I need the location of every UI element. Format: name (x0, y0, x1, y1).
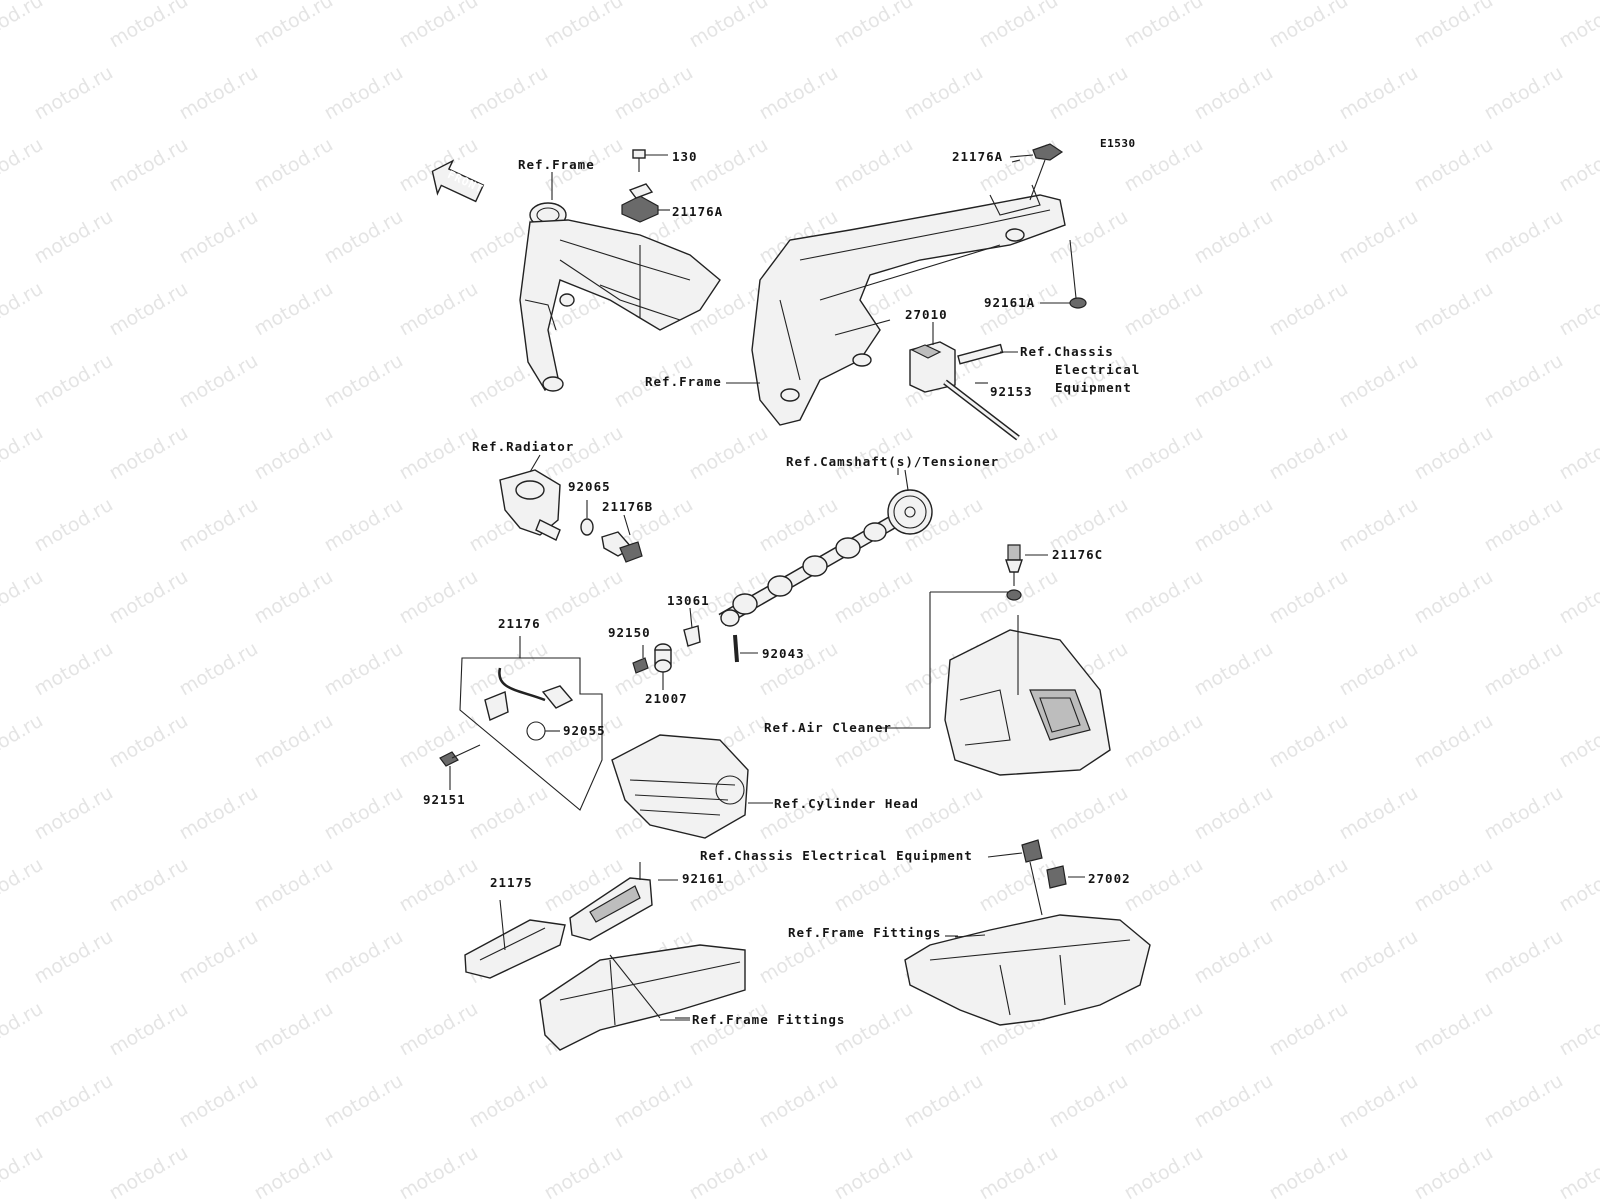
diagram-code: E1530 (1100, 137, 1136, 150)
pin-92043-drawing (733, 634, 758, 663)
cylinder-head-drawing (611, 734, 773, 839)
relay-box-drawing (1021, 839, 1085, 916)
washer-92065-drawing (580, 500, 594, 536)
callout-130[interactable]: 130 (672, 149, 698, 164)
bolt-92153-drawing (943, 379, 1020, 441)
rotor-13061-drawing (683, 607, 701, 647)
cam-sensor-21176-drawing (439, 636, 603, 811)
callout-ref-cylinder-head[interactable]: Ref.Cylinder Head (774, 796, 919, 811)
callout-92055[interactable]: 92055 (563, 723, 606, 738)
callout-21007[interactable]: 21007 (645, 691, 688, 706)
callout-ref-chassis-l3[interactable]: Equipment (1055, 380, 1132, 395)
callout-ref-frame-fittings-right[interactable]: Ref.Frame Fittings (788, 925, 942, 940)
front-arrow-icon (431, 159, 485, 203)
callout-ref-camshaft[interactable]: Ref.Camshaft(s)/Tensioner (786, 454, 1000, 469)
callout-21176a-left[interactable]: 21176A (672, 204, 724, 219)
grommet-92161a-drawing (1040, 239, 1087, 309)
ecu-21175-drawing (464, 899, 566, 979)
callout-92151[interactable]: 92151 (423, 792, 466, 807)
callout-92153[interactable]: 92153 (990, 384, 1033, 399)
bolt-130-drawing (632, 149, 668, 172)
frame-fittings-bottom-drawing (539, 944, 746, 1051)
callout-92161a[interactable]: 92161A (984, 295, 1036, 310)
callout-21176c[interactable]: 21176C (1052, 547, 1104, 562)
callout-21175[interactable]: 21175 (490, 875, 533, 890)
callout-21176[interactable]: 21176 (498, 616, 541, 631)
callout-13061[interactable]: 13061 (667, 593, 710, 608)
callout-21176b[interactable]: 21176B (602, 499, 654, 514)
main-frame-drawing (751, 184, 1066, 426)
callout-27002[interactable]: 27002 (1088, 871, 1131, 886)
callout-ref-chassis-l1[interactable]: Ref.Chassis (1020, 344, 1114, 359)
callout-92150[interactable]: 92150 (608, 625, 651, 640)
map-sensor-21176a-left-drawing (621, 183, 670, 223)
relay-27010-drawing (909, 322, 1018, 393)
callout-92161[interactable]: 92161 (682, 871, 725, 886)
map-sensor-21176a-right-drawing (1009, 143, 1064, 201)
temp-sensor-21176b-drawing (601, 514, 643, 563)
callout-ref-chassis-l2[interactable]: Electrical (1055, 362, 1141, 377)
bracket-92161-drawing (569, 862, 678, 941)
front-frame-drawing (519, 202, 721, 392)
thermostat-housing-drawing (499, 454, 561, 541)
callout-92065[interactable]: 92065 (568, 479, 611, 494)
callout-ref-air-cleaner[interactable]: Ref.Air Cleaner (764, 720, 892, 735)
callout-ref-frame-fittings-bottom[interactable]: Ref.Frame Fittings (692, 1012, 846, 1027)
sensor-21176c-drawing (1005, 544, 1048, 601)
callout-ref-frame-mid[interactable]: Ref.Frame (645, 374, 722, 389)
sensor-21007-drawing (654, 643, 672, 690)
callout-ref-chassis-equipment[interactable]: Ref.Chassis Electrical Equipment (700, 848, 973, 863)
callout-27010[interactable]: 27010 (905, 307, 948, 322)
callout-21176a-right[interactable]: 21176A (952, 149, 1004, 164)
callout-ref-frame-top[interactable]: Ref.Frame (518, 157, 595, 172)
callout-92043[interactable]: 92043 (762, 646, 805, 661)
camshaft-drawing (718, 469, 933, 627)
frame-fittings-right-drawing (904, 914, 1151, 1026)
callout-ref-radiator[interactable]: Ref.Radiator (472, 439, 575, 454)
bolt-92150-drawing (632, 645, 649, 674)
air-cleaner-drawing (929, 591, 1111, 776)
leader-lines (551, 159, 1023, 1021)
